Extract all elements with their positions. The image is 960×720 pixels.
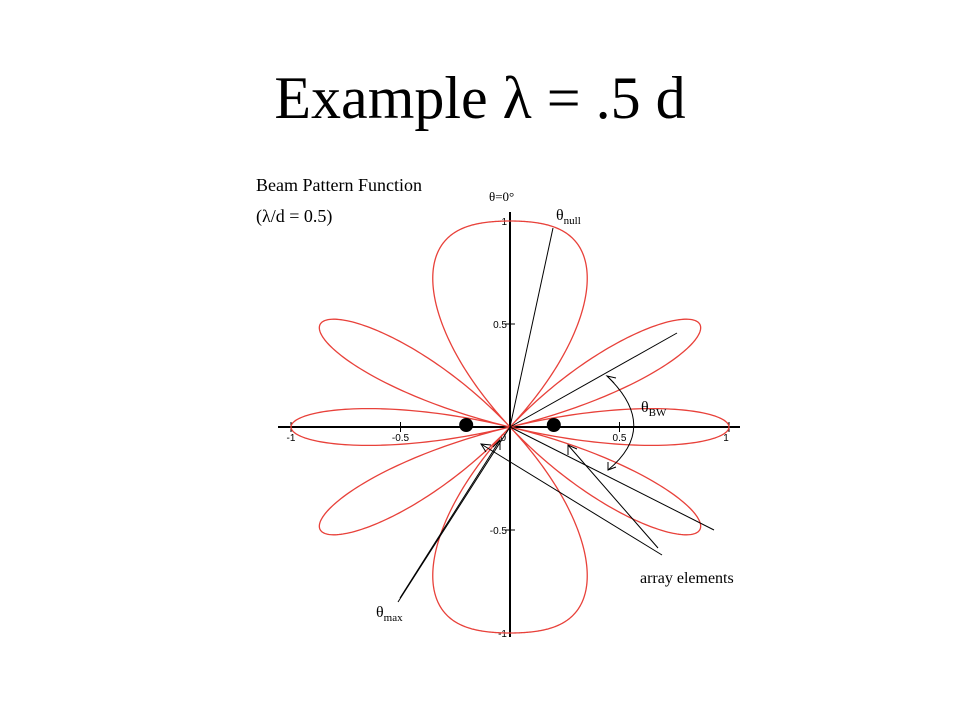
beam-pattern-curve (290, 220, 730, 634)
theta-null-label: θnull (556, 207, 581, 227)
theta-bw-label: θBW (641, 399, 667, 419)
slide-title: Example λ = .5 d (274, 65, 686, 131)
theta-zero-label: θ=0° (489, 189, 514, 204)
arrowhead-element-left (480, 443, 492, 453)
tick-labels: -1 -0.5 0 0.5 1 1 0.5 -0.5 -1 (287, 217, 730, 640)
figure-heading-line2: (λ/d = 0.5) (256, 206, 332, 227)
array-element-pointer-left (480, 443, 663, 556)
array-element-left (459, 418, 474, 432)
theta-max-sub: max (384, 612, 403, 624)
x-tick-label: -1 (287, 433, 296, 444)
arrowhead-theta-max (492, 438, 501, 450)
theta-max-symbol: θ (376, 604, 384, 621)
theta-max-pointer (399, 439, 501, 599)
annotations (397, 227, 715, 603)
theta-bw-symbol: θ (641, 399, 649, 416)
arrowhead-element-right (567, 444, 578, 455)
y-tick-label: -0.5 (490, 526, 508, 537)
arrowhead-bw-lower (607, 462, 617, 471)
array-elements-label: array elements (640, 570, 734, 587)
x-tick-label: 1 (723, 433, 729, 444)
theta-null-sub: null (564, 215, 581, 227)
theta-bw-sub: BW (649, 407, 667, 419)
theta-null-symbol: θ (556, 207, 564, 224)
x-tick-label: -0.5 (392, 433, 410, 444)
theta-bw-line-upper (509, 332, 678, 428)
array-element-right (546, 418, 561, 432)
theta-bw-line-lower (509, 426, 715, 531)
arrowheads (480, 375, 617, 471)
y-tick-label: -1 (498, 629, 507, 640)
y-tick-label: 1 (501, 217, 507, 228)
theta-bw-arc (606, 375, 635, 471)
x-tick-label: 0.5 (613, 433, 627, 444)
theta-max-label: θmax (376, 604, 403, 624)
x-tick-label: 0 (500, 433, 506, 444)
array-element-pointer-right (567, 444, 659, 549)
theta-max-line (397, 426, 511, 603)
y-tick-label: 0.5 (493, 320, 507, 331)
theta-null-line (509, 227, 554, 428)
arrowhead-bw-upper (605, 375, 617, 384)
figure-heading-line1: Beam Pattern Function (256, 175, 422, 195)
